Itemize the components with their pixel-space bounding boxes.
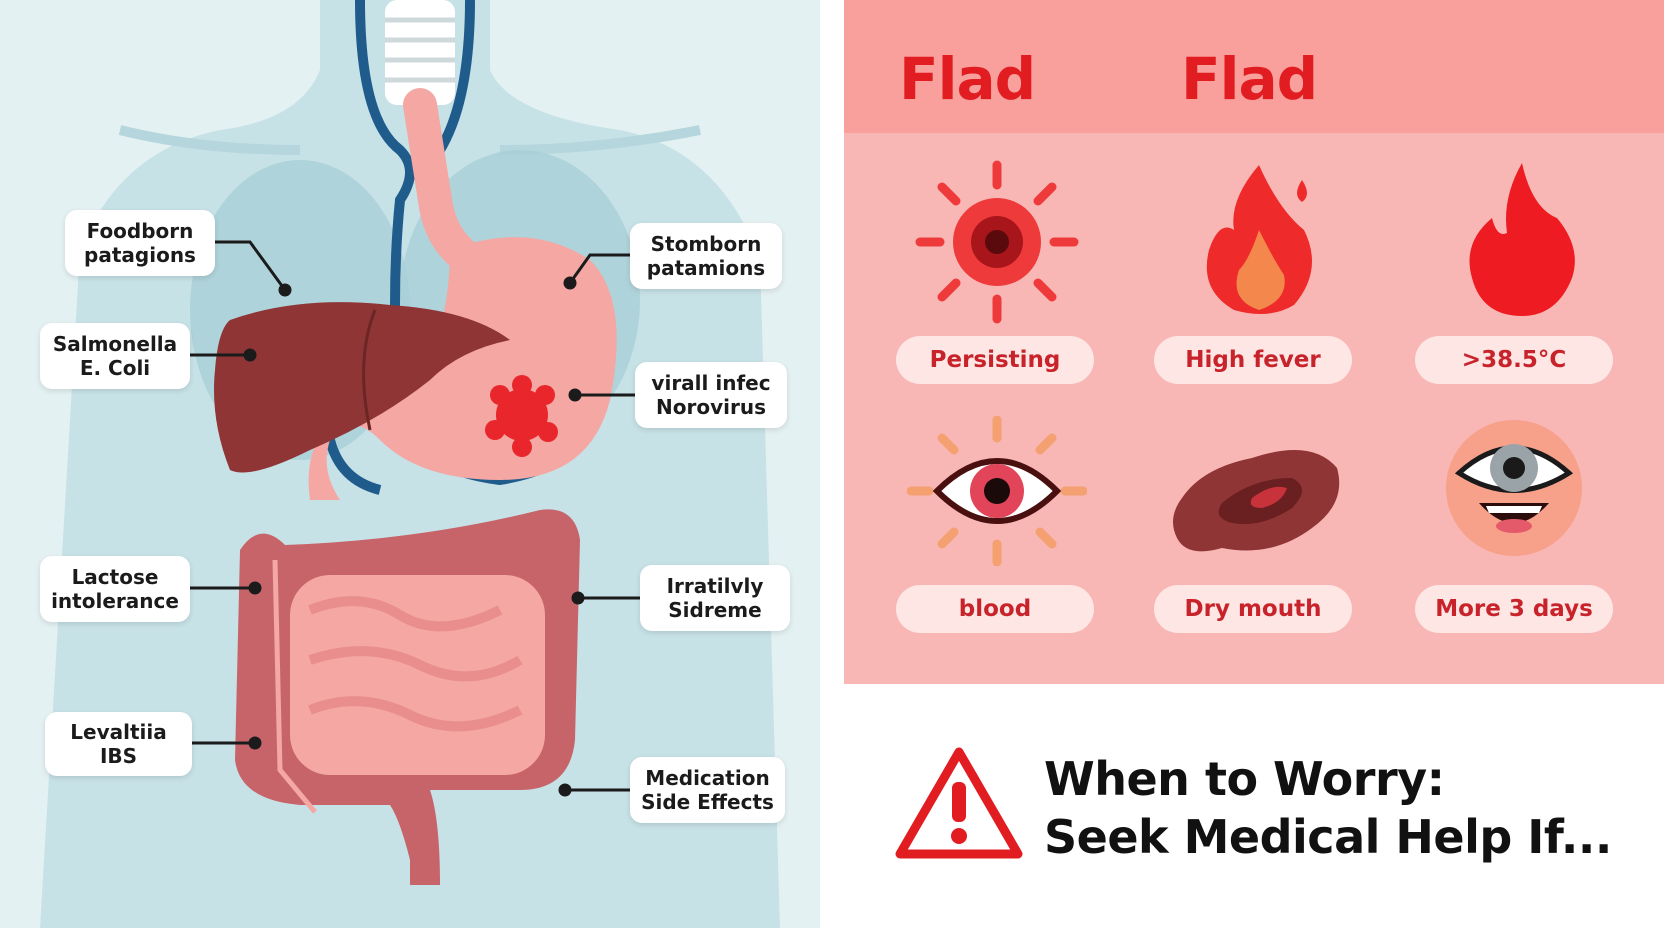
warning-area: When to Worry: Seek Medical Help If... (844, 684, 1664, 928)
symptom-pill-persisting: Persisting (896, 336, 1094, 384)
symptom-pill-dry-mouth: Dry mouth (1154, 585, 1352, 633)
liver (214, 302, 510, 473)
symptom-pill-high-fever: High fever (1154, 336, 1352, 384)
clavicle-left (118, 125, 301, 155)
symptom-pill-blood: blood (896, 585, 1094, 633)
anatomy-diagram: Foodborn patagions Salmonella E. Coli La… (0, 0, 820, 928)
warning-title-line1: When to Worry: (1044, 752, 1445, 806)
fire-icon (1206, 165, 1312, 314)
callout-medication: Medication Side Effects (630, 757, 785, 823)
face-icon (1446, 420, 1582, 556)
symptom-panel: Flad Flad Persisting High fever >38.5°C (844, 0, 1664, 684)
callout-stomach: Stomborn patamions (630, 223, 782, 289)
symptom-pill-duration: More 3 days (1415, 585, 1613, 633)
sun-virus-icon (915, 160, 1079, 324)
callout-lactose: Lactose intolerance (40, 556, 190, 622)
virus-blob (485, 375, 558, 457)
warning-title-line2: Seek Medical Help If... (1044, 810, 1612, 864)
callout-viral: virall infec Norovirus (635, 362, 787, 428)
header-word-1: Flad (899, 45, 1036, 113)
eye-icon (907, 416, 1087, 566)
warning-icon (895, 747, 1023, 859)
header-word-2: Flad (1181, 45, 1318, 113)
symptom-header: Flad Flad (844, 0, 1664, 133)
flame-icon (1469, 163, 1575, 316)
callout-ibs: Levaltiia IBS (45, 712, 192, 776)
organ-icon (1173, 450, 1340, 552)
clavicle-right (499, 125, 701, 155)
callout-irritable: Irratilvly Sidreme (640, 565, 790, 631)
symptom-pill-temperature: >38.5°C (1415, 336, 1613, 384)
anatomy-illustration (40, 0, 780, 928)
callout-foodborne: Foodborn patagions (65, 210, 215, 276)
callout-salmonella: Salmonella E. Coli (40, 323, 190, 389)
